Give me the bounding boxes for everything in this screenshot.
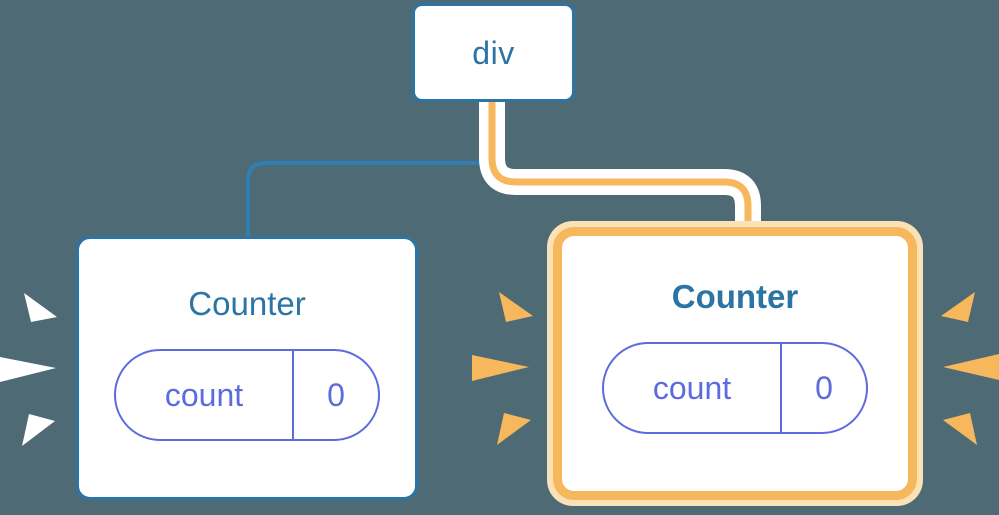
node-counter-left[interactable]: Counter count 0 [76,236,418,500]
state-value-count: 0 [292,351,378,439]
state-value-count: 0 [780,344,866,432]
node-counter-left-label: Counter [188,285,306,322]
edge-casing-white [479,102,761,232]
edge-div-to-counter-right [488,102,752,232]
node-div[interactable]: div [412,3,575,102]
state-key-count: count [652,370,732,406]
burst-ray-orange-left-upper [499,292,533,322]
node-counter-right-highlight-glow: Counter count 0 [547,221,923,506]
burst-right-counter-orange-right [941,292,999,445]
burst-ray-orange-left-lower [497,413,531,445]
node-div-label: div [472,34,515,71]
node-counter-right-label: Counter [671,278,799,315]
state-pill-counter-left[interactable]: count 0 [114,349,380,441]
edge-div-to-counter-left [246,100,494,238]
state-pill-counter-right[interactable]: count 0 [602,342,868,434]
burst-right-counter-orange-left [472,292,533,445]
state-key-count: count [164,377,244,413]
burst-ray-white-upper [24,293,57,322]
burst-ray-white-lower [22,414,55,446]
burst-ray-orange-right-upper [941,292,975,322]
node-counter-right[interactable]: Counter count 0 [553,227,917,500]
burst-ray-white-middle [0,357,56,382]
burst-ray-orange-right-middle [943,354,999,380]
burst-ray-orange-left-middle [472,355,529,381]
burst-ray-orange-right-lower [943,413,977,445]
burst-left-counter-white [0,293,57,446]
